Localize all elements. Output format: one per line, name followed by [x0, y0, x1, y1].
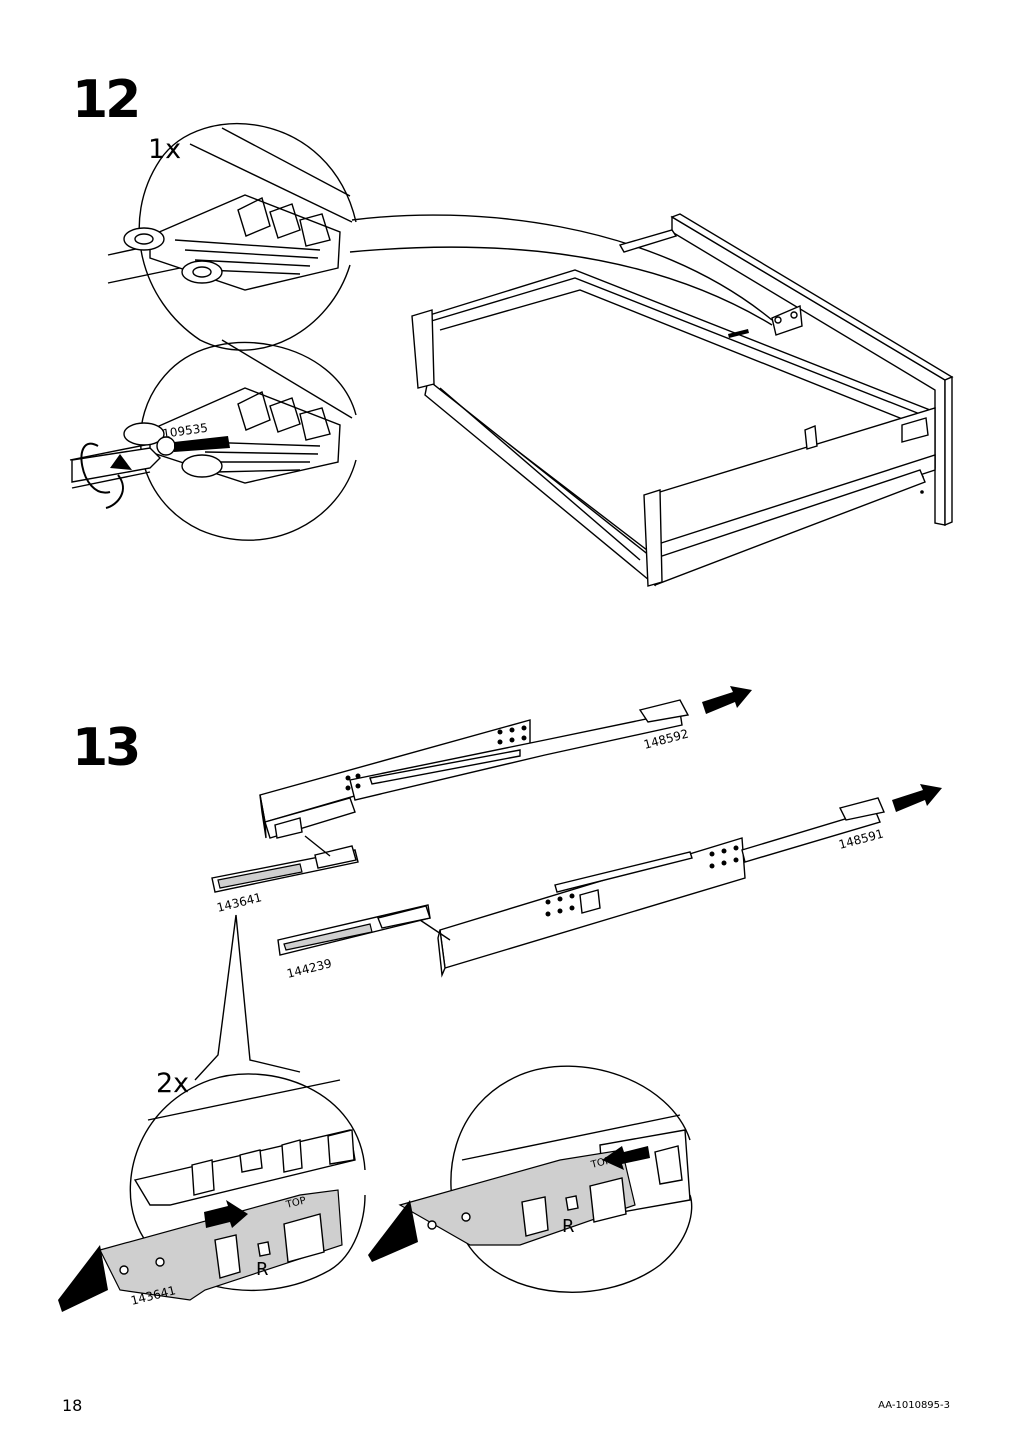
step-12-part-number: 109535 — [161, 421, 208, 441]
step-13-detail-circle-left: TOP R 143641 — [58, 1073, 366, 1312]
step-13-part-number-clip-a: 143641 — [215, 890, 263, 915]
step-13-runner-top: 148592 — [259, 699, 690, 839]
step-13-number: 13 — [72, 718, 141, 778]
step-13-detail-leader — [194, 914, 301, 1081]
step-13-label-side-left: R — [256, 1259, 269, 1280]
step-13-arrow-pull-top — [702, 686, 752, 714]
step-13-detail-circle-right: TOP R — [368, 1065, 693, 1293]
step-13-part-number-clip-b: 144239 — [285, 956, 333, 981]
step-12-quantity: 1x — [148, 134, 182, 165]
step-12-number: 12 — [72, 70, 141, 130]
step-13-clip-b: 144239 — [277, 904, 451, 981]
step-13-label-top-right: TOP — [589, 1155, 612, 1171]
step-12-drawer — [411, 213, 954, 587]
document-id: AA-1010895-3 — [878, 1400, 950, 1411]
step-13-arrow-pull-bottom — [892, 784, 942, 812]
page-number: 18 — [62, 1396, 83, 1415]
step-12-detail-circle-position — [107, 122, 773, 351]
step-13-label-top-left: TOP — [284, 1195, 307, 1211]
step-12-detail-circle-screwing: 109535 — [69, 339, 357, 541]
step-13-runner-bottom: 148591 — [437, 797, 885, 978]
step-13-label-side-right: R — [562, 1216, 575, 1237]
step-13-clip-a: 143641 — [211, 835, 359, 915]
